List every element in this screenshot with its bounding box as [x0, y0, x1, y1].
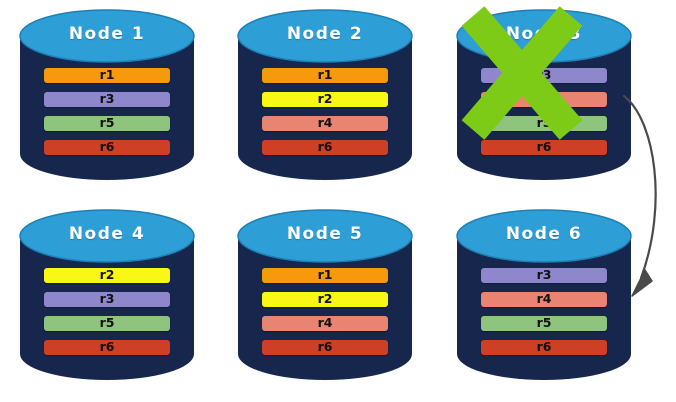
replica-label: r6: [317, 139, 333, 155]
replica-bar-list: r1 r2 r4 r6: [262, 68, 388, 164]
replica-bar[interactable]: r5: [44, 316, 170, 331]
replica-label: r3: [536, 267, 552, 283]
replica-bar[interactable]: r1: [44, 68, 170, 83]
replica-label: r5: [536, 115, 552, 131]
replica-label: r4: [317, 315, 333, 331]
replica-bar[interactable]: r4: [481, 292, 607, 307]
cylinder-top-ellipse: [19, 9, 195, 63]
replica-label: r1: [317, 67, 333, 83]
replica-bar[interactable]: r6: [481, 340, 607, 355]
replica-label: r4: [536, 91, 552, 107]
replica-label: r2: [99, 267, 115, 283]
replica-bar[interactable]: r3: [44, 292, 170, 307]
replica-bar-list: r3 r4 r5 r6: [481, 68, 607, 164]
replica-bar-list: r1 r3 r5 r6: [44, 68, 170, 164]
replica-label: r3: [99, 91, 115, 107]
replica-label: r5: [536, 315, 552, 331]
replica-bar-list: r3 r4 r5 r6: [481, 268, 607, 364]
replica-bar[interactable]: r3: [44, 92, 170, 107]
replica-label: r2: [317, 91, 333, 107]
replica-label: r1: [99, 67, 115, 83]
replica-bar[interactable]: r3: [481, 68, 607, 83]
replica-label: r6: [99, 139, 115, 155]
replica-bar-list: r2 r3 r5 r6: [44, 268, 170, 364]
replica-label: r3: [536, 67, 552, 83]
replica-bar[interactable]: r5: [481, 116, 607, 131]
replica-bar[interactable]: r5: [481, 316, 607, 331]
replica-label: r1: [317, 267, 333, 283]
replica-label: r6: [99, 339, 115, 355]
cylinder-top-ellipse: [237, 9, 413, 63]
replica-label: r6: [317, 339, 333, 355]
cylinder-top-ellipse: [19, 209, 195, 263]
replica-bar[interactable]: r4: [481, 92, 607, 107]
replica-bar[interactable]: r2: [262, 292, 388, 307]
replica-label: r5: [99, 315, 115, 331]
replica-label: r6: [536, 139, 552, 155]
replica-label: r6: [536, 339, 552, 355]
replica-bar[interactable]: r4: [262, 116, 388, 131]
replica-label: r2: [317, 291, 333, 307]
replica-bar[interactable]: r5: [44, 116, 170, 131]
cylinder-top-ellipse: [456, 9, 632, 63]
replica-bar[interactable]: r6: [262, 140, 388, 155]
replica-label: r5: [99, 115, 115, 131]
replica-bar[interactable]: r4: [262, 316, 388, 331]
replica-bar[interactable]: r6: [44, 140, 170, 155]
replica-bar[interactable]: r1: [262, 268, 388, 283]
replica-label: r3: [99, 291, 115, 307]
cylinder-top-ellipse: [456, 209, 632, 263]
replica-bar-list: r1 r2 r4 r6: [262, 268, 388, 364]
replica-bar[interactable]: r1: [262, 68, 388, 83]
replica-bar[interactable]: r3: [481, 268, 607, 283]
replica-bar[interactable]: r6: [44, 340, 170, 355]
replica-bar[interactable]: r6: [481, 140, 607, 155]
replica-bar[interactable]: r6: [262, 340, 388, 355]
replica-label: r4: [317, 115, 333, 131]
replica-label: r4: [536, 291, 552, 307]
cylinder-top-ellipse: [237, 209, 413, 263]
replica-bar[interactable]: r2: [44, 268, 170, 283]
replica-bar[interactable]: r2: [262, 92, 388, 107]
